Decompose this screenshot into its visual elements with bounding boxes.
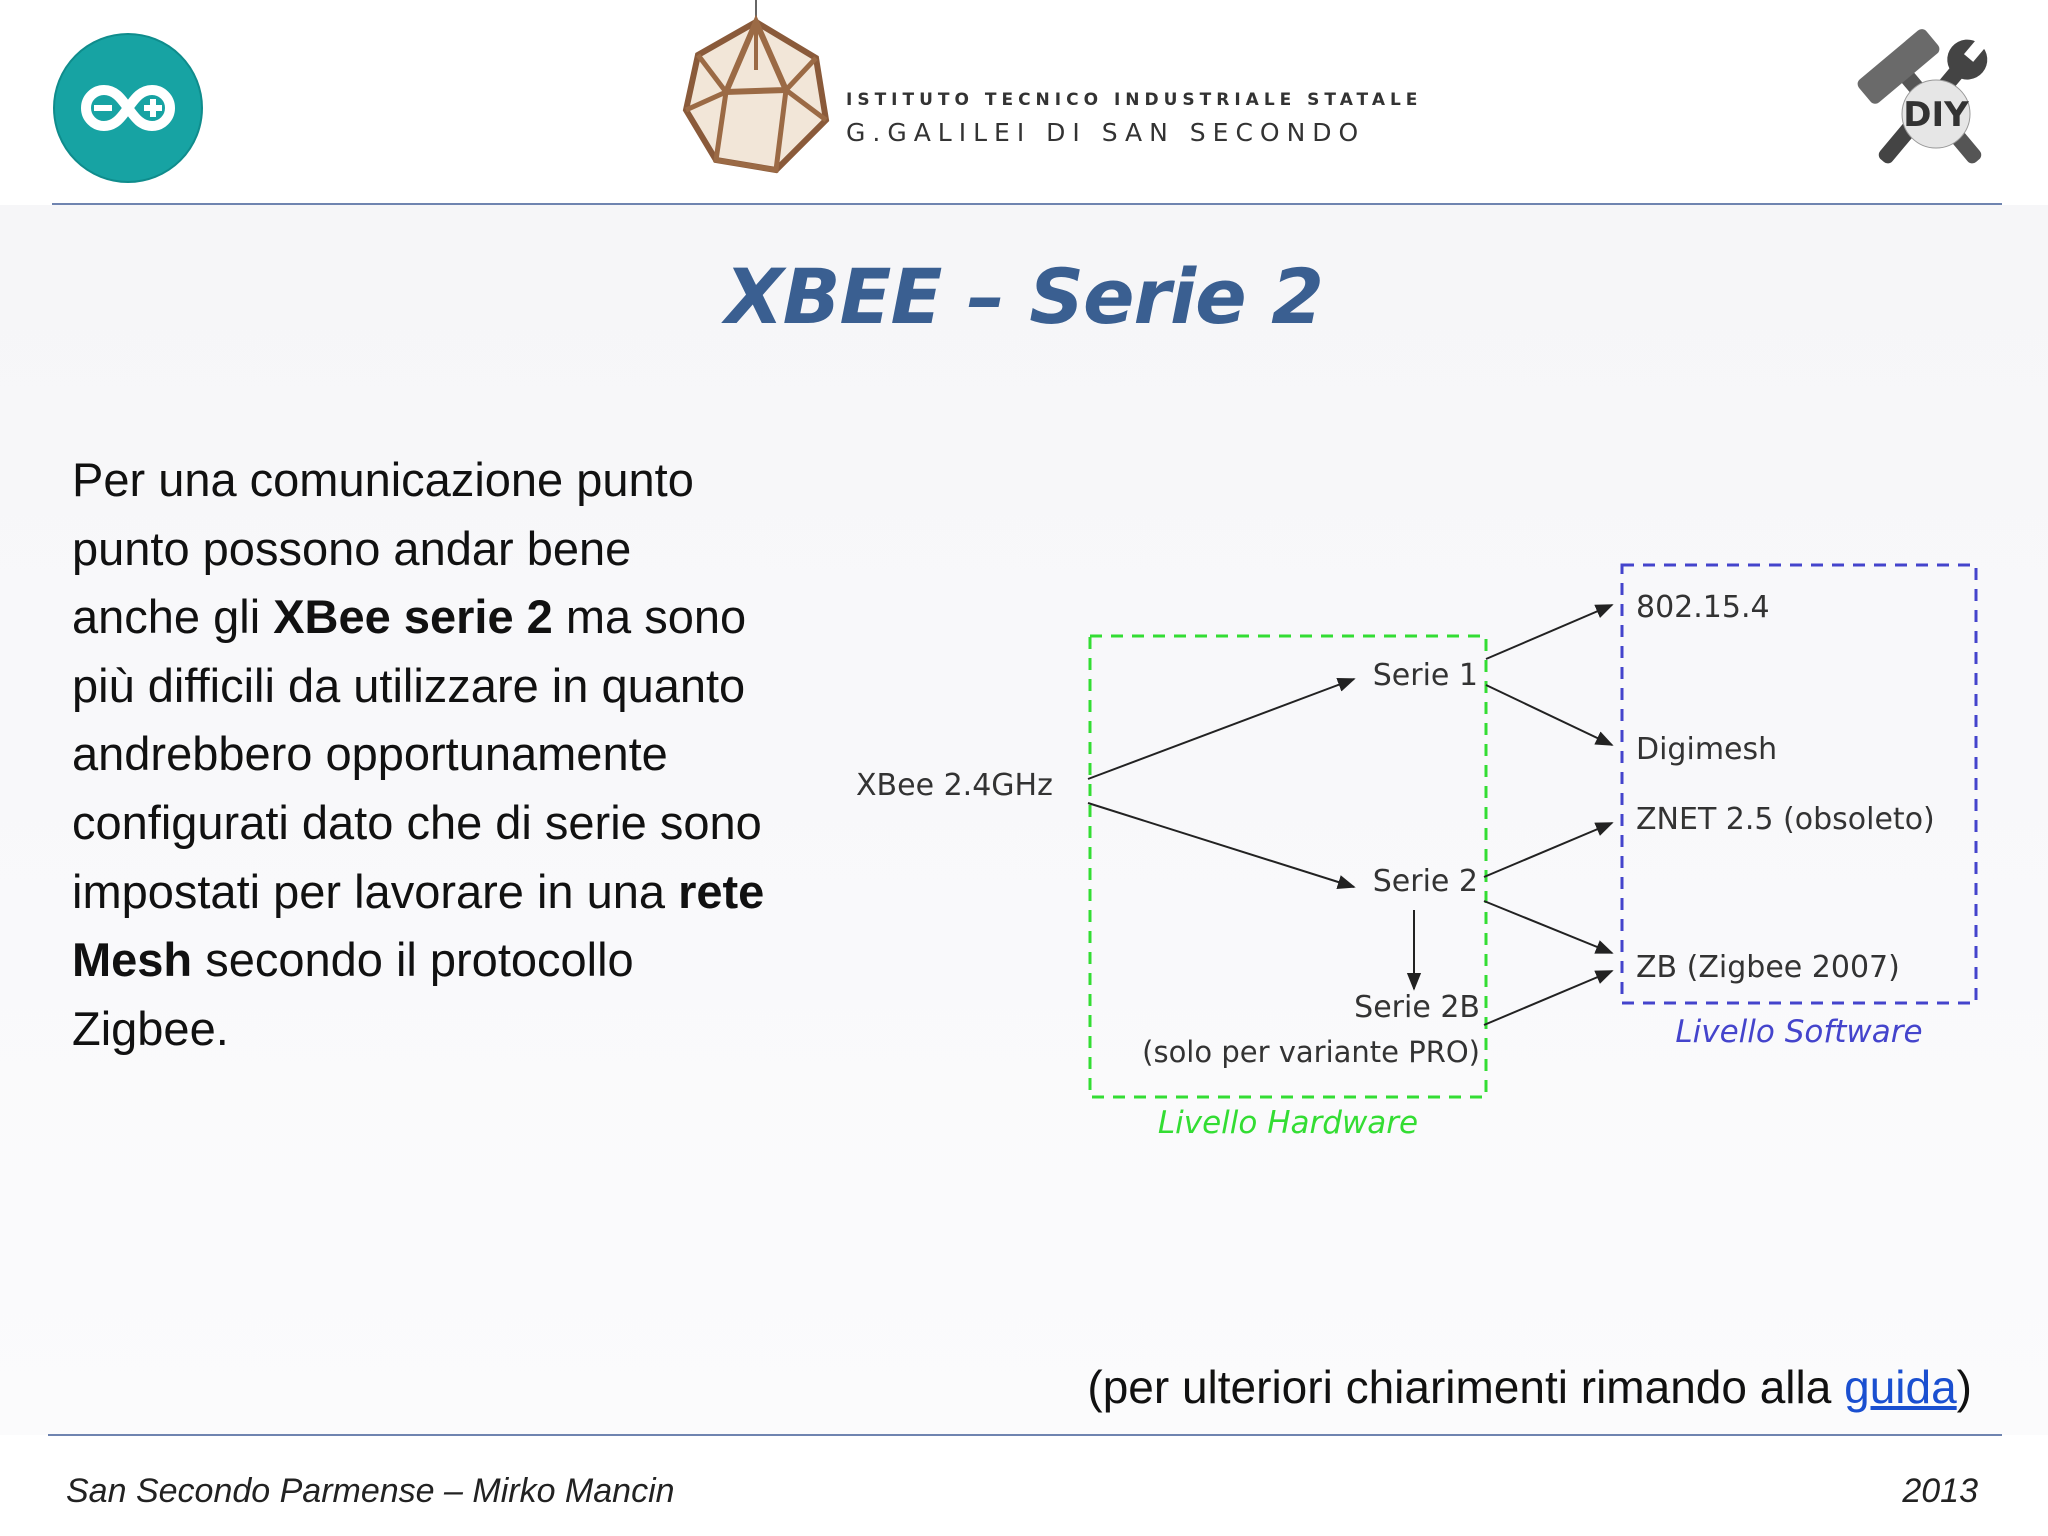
arrow-serie2b-to-zb [1483,970,1614,1026]
arrow-source-to-serie2 [1087,802,1356,889]
body-text-part: Per una comunicazione punto punto posson… [72,453,694,644]
serie2b-label: Serie 2B [1354,990,1480,1025]
body-text-part: ma sono più difficili da utilizzare in q… [72,590,762,918]
footnote: (per ulteriori chiarimenti rimando alla … [1087,1360,1972,1414]
body-bold-xbee-serie-2: XBee serie 2 [273,590,553,644]
sw-item-digimesh: Digimesh [1636,732,1777,767]
slide-background [0,205,2048,1435]
body-text-part: secondo il protocollo Zigbee. [72,933,634,1055]
sw-item-zb: ZB (Zigbee 2007) [1636,950,1900,985]
footnote-prefix: (per ulteriori chiarimenti rimando alla [1087,1361,1845,1413]
xbee-hierarchy-diagram: XBee 2.4GHz Serie 1 Serie 2 Serie 2B (so… [856,563,1978,1141]
serie2-label: Serie 2 [1373,864,1478,899]
school-name-line2: G.GALILEI DI SAN SECONDO [846,118,1366,147]
body-bold-rete-mesh: rete Mesh [72,864,765,987]
serie2b-note: (solo per variante PRO) [1142,1035,1480,1069]
sw-item-znet: ZNET 2.5 (obsoleto) [1636,802,1935,837]
body-paragraph: Per una comunicazione punto punto posson… [72,446,772,1063]
serie1-label: Serie 1 [1373,658,1478,693]
school-name-line1: ISTITUTO TECNICO INDUSTRIALE STATALE [846,90,1423,110]
arrow-serie1-to-digimesh [1485,684,1614,746]
hardware-level-box [1088,634,1488,1099]
guida-link[interactable]: guida [1844,1361,1957,1413]
school-name: ISTITUTO TECNICO INDUSTRIALE STATALE G.G… [846,90,1422,147]
arrow-serie2-to-zb [1483,900,1614,954]
arrow-serie2-to-znet [1483,822,1614,878]
diy-logo-text: DIY [1903,95,1969,135]
hardware-level-label: Livello Hardware [1158,1105,1418,1141]
footer-divider [48,1434,2002,1436]
school-polyhedron-logo [682,0,830,174]
footnote-suffix: ) [1956,1361,1972,1413]
source-label: XBee 2.4GHz [856,768,1053,803]
slide-title: XBEE – Serie 2 [725,252,1324,341]
footer-year: 2013 [1902,1472,1978,1510]
sw-item-802: 802.15.4 [1636,590,1770,625]
arrow-serie1-to-802 [1485,604,1614,660]
software-level-label: Livello Software [1675,1014,1922,1050]
diy-tools-logo: DIY [1857,29,1988,164]
footer-author: San Secondo Parmense – Mirko Mancin [66,1472,675,1510]
software-level-box [1620,563,1978,1005]
arduino-logo [53,33,203,183]
arrow-source-to-serie1 [1087,677,1356,780]
header-divider [52,203,2002,205]
